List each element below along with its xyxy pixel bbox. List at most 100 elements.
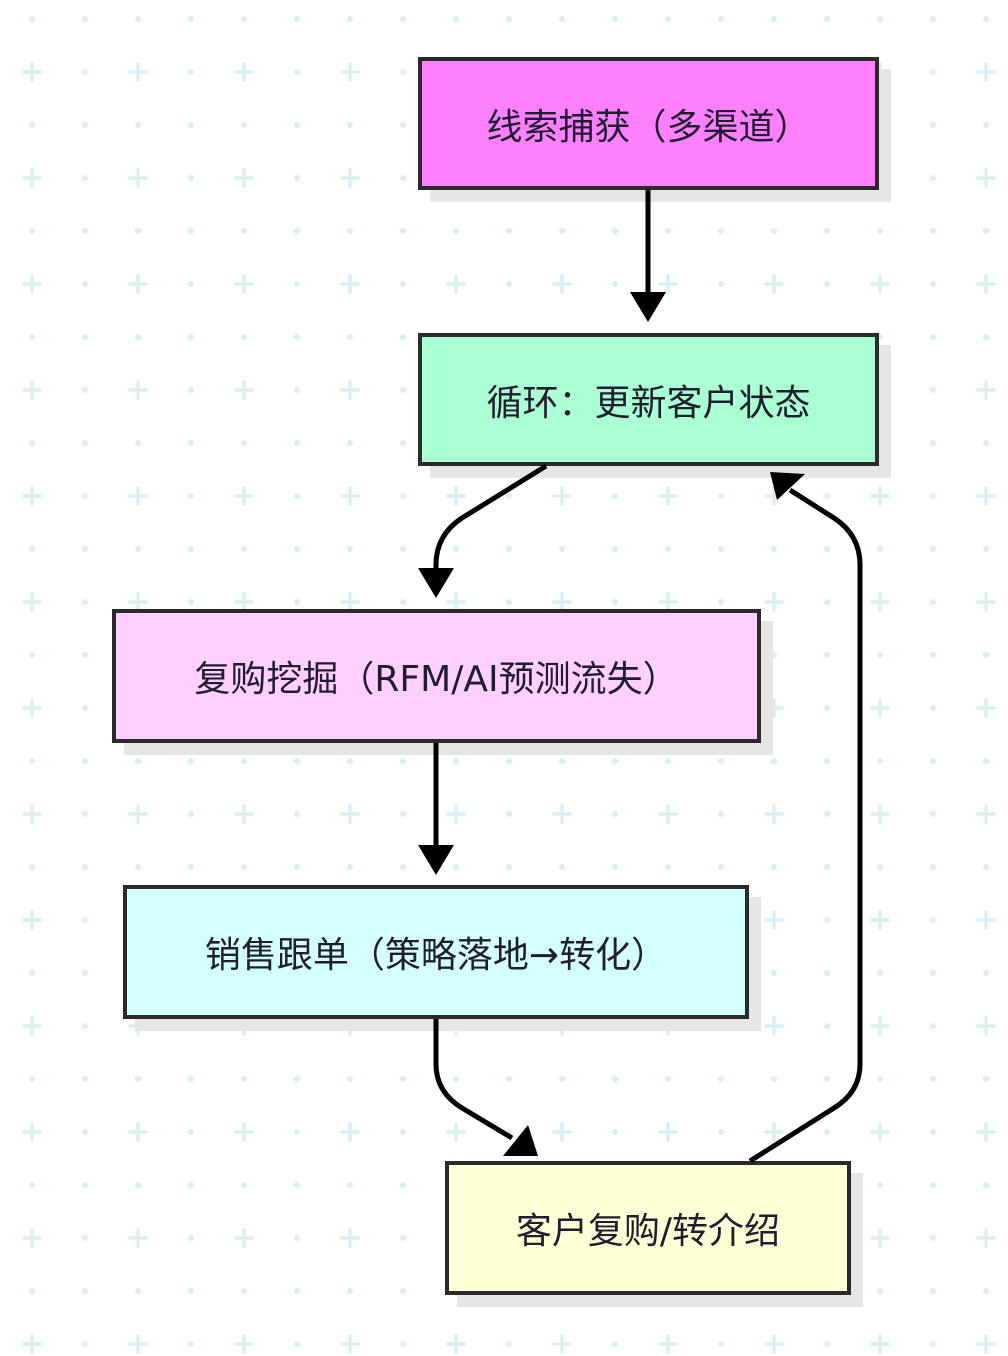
grid-dot — [400, 1076, 406, 1082]
grid-dot — [400, 493, 406, 499]
grid-dot — [983, 228, 989, 234]
node-label: 销售跟单（策略落地→转化） — [204, 935, 668, 976]
grid-plus-mark — [22, 804, 42, 824]
grid-dot — [930, 1129, 936, 1135]
grid-dot — [82, 440, 88, 446]
grid-dot — [983, 970, 989, 976]
node-label: 循环：更新客户状态 — [486, 382, 811, 424]
grid-plus-mark — [340, 62, 360, 82]
grid-dot — [29, 1182, 35, 1188]
grid-dot — [506, 281, 512, 287]
node-update-status[interactable]: 循环：更新客户状态 — [418, 333, 879, 466]
grid-dot — [135, 1076, 141, 1082]
grid-dot — [82, 970, 88, 976]
grid-dot — [559, 546, 565, 552]
grid-dot — [29, 1076, 35, 1082]
grid-dot — [930, 16, 936, 22]
grid-dot — [241, 864, 247, 870]
grid-dot — [612, 493, 618, 499]
grid-dot — [347, 1182, 353, 1188]
grid-dot — [718, 493, 724, 499]
grid-dot — [347, 122, 353, 128]
grid-dot — [294, 811, 300, 817]
grid-plus-mark — [446, 1122, 466, 1142]
grid-dot — [824, 1129, 830, 1135]
grid-plus-mark — [446, 1016, 466, 1036]
grid-dot — [188, 1288, 194, 1294]
grid-dot — [506, 546, 512, 552]
grid-plus-mark — [22, 1016, 42, 1036]
grid-dot — [400, 811, 406, 817]
grid-dot — [930, 1341, 936, 1347]
grid-dot — [718, 1341, 724, 1347]
node-sales-followup[interactable]: 销售跟单（策略落地→转化） — [123, 885, 749, 1019]
grid-dot — [930, 440, 936, 446]
grid-dot — [824, 652, 830, 658]
grid-plus-mark — [870, 698, 890, 718]
grid-dot — [930, 1076, 936, 1082]
grid-dot — [82, 334, 88, 340]
grid-dot — [29, 1288, 35, 1294]
grid-dot — [612, 864, 618, 870]
grid-dot — [665, 758, 671, 764]
grid-dot — [930, 228, 936, 234]
grid-dot — [824, 917, 830, 923]
grid-dot — [294, 1023, 300, 1029]
grid-plus-mark — [22, 592, 42, 612]
grid-dot — [241, 16, 247, 22]
grid-dot — [135, 16, 141, 22]
grid-dot — [718, 228, 724, 234]
grid-dot — [930, 811, 936, 817]
grid-dot — [294, 387, 300, 393]
grid-dot — [29, 122, 35, 128]
grid-plus-mark — [234, 1334, 254, 1354]
grid-plus-mark — [658, 592, 678, 612]
grid-dot — [82, 1076, 88, 1082]
grid-dot — [612, 599, 618, 605]
grid-dot — [188, 1076, 194, 1082]
grid-dot — [453, 546, 459, 552]
grid-dot — [82, 811, 88, 817]
grid-dot — [82, 1129, 88, 1135]
grid-dot — [135, 122, 141, 128]
grid-plus-mark — [552, 804, 572, 824]
grid-dot — [400, 69, 406, 75]
node-lead-capture[interactable]: 线索捕获（多渠道） — [418, 57, 879, 190]
node-repurchase-referral[interactable]: 客户复购/转介绍 — [445, 1161, 851, 1295]
grid-dot — [294, 228, 300, 234]
grid-dot — [294, 69, 300, 75]
grid-plus-mark — [340, 380, 360, 400]
node-repurchase-mining[interactable]: 复购挖掘（RFM/AI预测流失） — [112, 609, 761, 743]
grid-dot — [718, 546, 724, 552]
grid-dot — [82, 387, 88, 393]
grid-dot — [82, 228, 88, 234]
grid-plus-mark — [870, 1334, 890, 1354]
grid-plus-mark — [22, 910, 42, 930]
grid-plus-mark — [764, 486, 784, 506]
grid-dot — [506, 758, 512, 764]
grid-dot — [400, 122, 406, 128]
grid-plus-mark — [234, 380, 254, 400]
grid-dot — [718, 1023, 724, 1029]
grid-dot — [612, 1341, 618, 1347]
grid-dot — [82, 546, 88, 552]
grid-dot — [771, 652, 777, 658]
grid-dot — [718, 864, 724, 870]
grid-dot — [824, 864, 830, 870]
grid-dot — [983, 334, 989, 340]
grid-plus-mark — [128, 1228, 148, 1248]
grid-plus-mark — [340, 274, 360, 294]
grid-plus-mark — [976, 592, 996, 612]
grid-dot — [983, 1076, 989, 1082]
grid-dot — [82, 864, 88, 870]
grid-dot — [877, 1288, 883, 1294]
grid-dot — [506, 1076, 512, 1082]
grid-dot — [82, 652, 88, 658]
grid-plus-mark — [22, 62, 42, 82]
grid-plus-mark — [658, 804, 678, 824]
grid-dot — [241, 334, 247, 340]
grid-dot — [400, 599, 406, 605]
grid-dot — [188, 864, 194, 870]
grid-plus-mark — [976, 380, 996, 400]
grid-dot — [82, 917, 88, 923]
